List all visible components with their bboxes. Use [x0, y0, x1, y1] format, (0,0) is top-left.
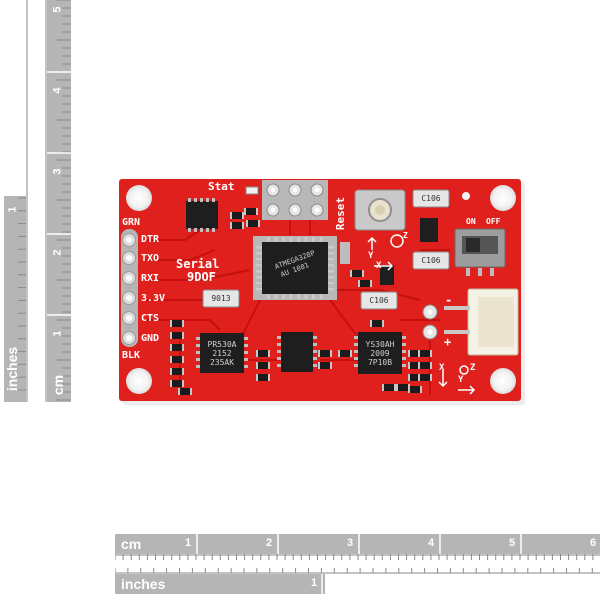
axis-x-bottom: X — [439, 363, 445, 373]
ruler-h-unit-inches: inches — [121, 576, 166, 592]
ruler-h-tick-6: 6 — [590, 537, 597, 549]
mcu-chip — [262, 242, 328, 294]
mounting-hole — [490, 368, 516, 394]
vertical-ruler: 5 4 3 2 1 1 cm inches — [0, 0, 72, 410]
ruler-h-tick-2: 2 — [266, 537, 273, 549]
mounting-hole — [490, 185, 516, 211]
reset-label: Reset — [334, 196, 348, 231]
chip-right-marking-2: 2009 — [370, 349, 390, 358]
pin-label-rxi: RXI — [141, 273, 160, 284]
small-component — [202, 289, 240, 308]
pin-label-gnd: GND — [141, 333, 160, 344]
pin-label-txo: TXO — [141, 253, 160, 264]
ruler-h-unit-cm: cm — [121, 536, 142, 552]
pin-header-left — [121, 229, 138, 347]
ruler-h-tick-5: 5 — [509, 537, 516, 549]
ruler-h-inch-strip — [115, 574, 325, 594]
fiducial — [462, 192, 470, 200]
chip-left-marking-3: 235AK — [209, 358, 235, 367]
capacitor — [360, 291, 398, 310]
axis-marker-top — [367, 234, 404, 271]
chip-right-marking-3: 7P10B — [367, 358, 393, 367]
axis-marker-bottom — [438, 365, 476, 395]
axis-y-top: Y — [368, 251, 374, 261]
axis-z-top: Z — [403, 231, 408, 240]
chip-left-marking-2: 2152 — [212, 349, 232, 358]
ruler-h-tick-4: 4 — [428, 537, 435, 549]
ruler-h-ticks — [115, 534, 600, 594]
pin-label-3v3: 3.3V — [141, 293, 166, 304]
gyro-chip-2 — [358, 332, 402, 374]
cap-label-1: C106 — [421, 194, 441, 203]
pin-label-grn: GRN — [122, 217, 141, 228]
mounting-hole — [126, 368, 152, 394]
ruler-ticks — [18, 0, 71, 402]
horizontal-ruler: cm 1 2 3 4 5 6 inches 1 — [115, 530, 600, 600]
axis-z-bottom: Z — [470, 363, 476, 373]
accelerometer-chip — [200, 333, 244, 373]
stat-led — [245, 186, 259, 195]
ruler-h-inch-tick-1: 1 — [311, 577, 318, 589]
stat-label: Stat — [208, 180, 235, 193]
pin-label-cts: CTS — [141, 313, 160, 324]
cap-label-3: C106 — [369, 296, 389, 305]
pin-header-top — [262, 180, 328, 220]
axis-y-bottom: Y — [458, 375, 464, 385]
chip-right-marking-1: YS30AH — [365, 340, 395, 349]
ruler-inch-strip — [4, 196, 26, 402]
axis-x-top: X — [376, 261, 382, 271]
capacitor — [412, 189, 450, 208]
ruler-cm-strip — [47, 0, 71, 402]
ruler-h-tick-3: 3 — [347, 537, 354, 549]
board-name-line1: Serial — [176, 257, 220, 271]
sensor-chip-small — [186, 201, 218, 229]
ruler-h-tick-1: 1 — [185, 537, 192, 549]
gyro-chip — [281, 332, 313, 372]
component-9013-label: 9013 — [211, 294, 231, 303]
ruler-h-cm-strip — [115, 534, 600, 554]
cap-label-2: C106 — [421, 256, 441, 265]
board-name-line2: 9DOF — [187, 270, 216, 284]
pin-label-dtr: DTR — [141, 234, 160, 245]
mounting-hole — [126, 185, 152, 211]
switch-off-label: OFF — [486, 217, 501, 226]
pin-label-blk: BLK — [122, 350, 141, 361]
battery-plus-label: + — [444, 335, 452, 349]
battery-minus-label: - — [445, 293, 453, 307]
chip-left-marking-1: PR530A — [207, 340, 237, 349]
capacitor — [412, 251, 450, 270]
switch-on-label: ON — [466, 217, 476, 226]
